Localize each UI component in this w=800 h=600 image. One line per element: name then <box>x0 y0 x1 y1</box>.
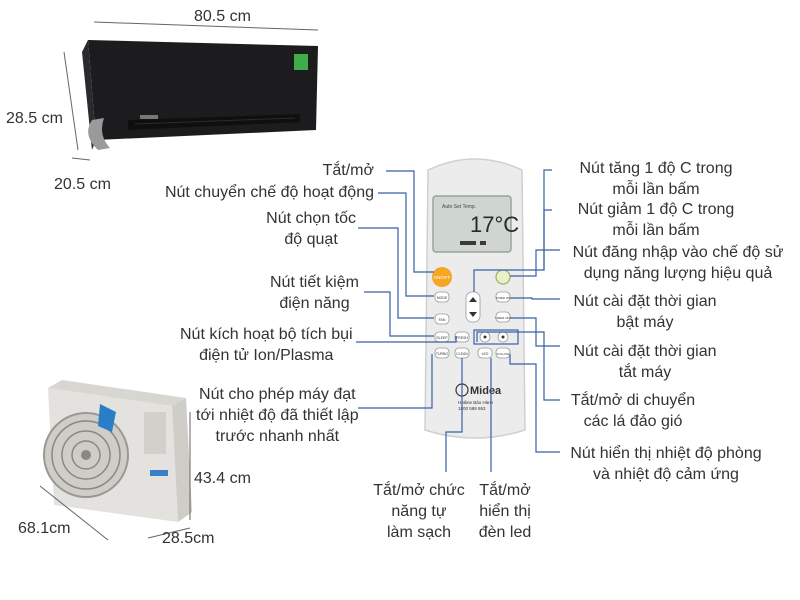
indoor-width-label: 80.5 cm <box>194 8 251 25</box>
callout-lines <box>356 169 560 472</box>
remote-timer-on-button <box>495 291 511 303</box>
indoor-unit-image <box>82 40 318 150</box>
remote-led-button <box>477 347 493 359</box>
label-turbo: Nút cho phép máy đạt tới nhiệt độ đã thi… <box>196 386 359 445</box>
outdoor-unit-image <box>43 380 192 522</box>
svg-text:FRESH: FRESH <box>456 336 468 340</box>
remote-display-temp: 17°C <box>470 212 519 237</box>
svg-text:SLEEP: SLEEP <box>436 336 448 340</box>
label-onoff: Tắt/mở <box>322 162 374 179</box>
svg-text:ON/OFF: ON/OFF <box>434 275 451 280</box>
outdoor-depth-label: 28.5cm <box>162 530 215 547</box>
label-swing: Tắt/mở di chuyển các lá đảo gió <box>570 392 696 430</box>
outdoor-width-label: 68.1cm <box>18 520 71 537</box>
label-fan: Nút chọn tốc độ quạt <box>266 210 356 248</box>
svg-text:CLEAN: CLEAN <box>456 352 468 356</box>
remote-hotline-label: Hotline Bảo Hành <box>458 400 494 405</box>
label-timer-off: Nút cài đặt thời gian tắt máy <box>573 343 717 381</box>
label-timer-on: Nút cài đặt thời gian bật máy <box>573 293 717 331</box>
remote-onoff-button <box>432 267 452 287</box>
indoor-depth-label: 20.5 cm <box>54 176 111 193</box>
svg-text:FAN: FAN <box>439 318 446 322</box>
remote-follow-button <box>495 347 511 359</box>
remote-display-text: Auto Set Temp. <box>442 204 476 210</box>
remote-brand: Midea <box>470 385 502 397</box>
svg-text:TURBO: TURBO <box>436 352 449 356</box>
label-clean: Tắt/mở chức năng tự làm sạch <box>373 482 465 541</box>
outdoor-height-label: 43.4 cm <box>194 470 251 487</box>
remote-control: Auto Set Temp. 17°C ON/OFF MODE FAN TIME… <box>424 158 526 439</box>
outdoor-dimension-lines <box>39 412 191 541</box>
label-follow: Nút hiển thị nhiệt độ phòng và nhiệt độ … <box>570 445 762 483</box>
svg-text:FOLLOW: FOLLOW <box>497 352 510 356</box>
label-temp-down: Nút giảm 1 độ C trong mỗi lần bấm <box>577 201 735 239</box>
chevron-up-icon <box>469 297 477 302</box>
remote-hotline-number: 1800 588 863 <box>458 406 486 411</box>
remote-fan-button <box>434 313 450 325</box>
label-sleep: Nút tiết kiệm điện năng <box>270 274 359 312</box>
remote-eco-button <box>495 269 511 285</box>
remote-turbo-button <box>434 347 450 359</box>
remote-mode-button <box>434 291 450 303</box>
svg-text:MODE: MODE <box>437 296 448 300</box>
label-eco: Nút đăng nhập vào chế độ sử dụng năng lư… <box>572 244 784 282</box>
indoor-height-label: 28.5 cm <box>6 110 63 127</box>
label-led: Tắt/mở hiển thị đèn led <box>478 482 532 541</box>
svg-text:TIMER ON: TIMER ON <box>496 296 511 300</box>
label-mode: Nút chuyển chế độ hoạt động <box>164 184 374 201</box>
remote-fresh-button <box>454 331 470 343</box>
remote-timer-off-button <box>495 311 511 323</box>
remote-temp-rocker <box>465 291 481 323</box>
label-fresh: Nút kích hoạt bộ tích bụi điện tử Ion/Pl… <box>180 326 353 364</box>
svg-text:TIMER OFF: TIMER OFF <box>495 316 511 320</box>
chevron-down-icon <box>469 312 477 317</box>
label-temp-up: Nút tăng 1 độ C trong mỗi lần bấm <box>579 160 733 198</box>
indoor-dimension-lines <box>63 21 319 161</box>
svg-text:LED: LED <box>482 352 489 356</box>
